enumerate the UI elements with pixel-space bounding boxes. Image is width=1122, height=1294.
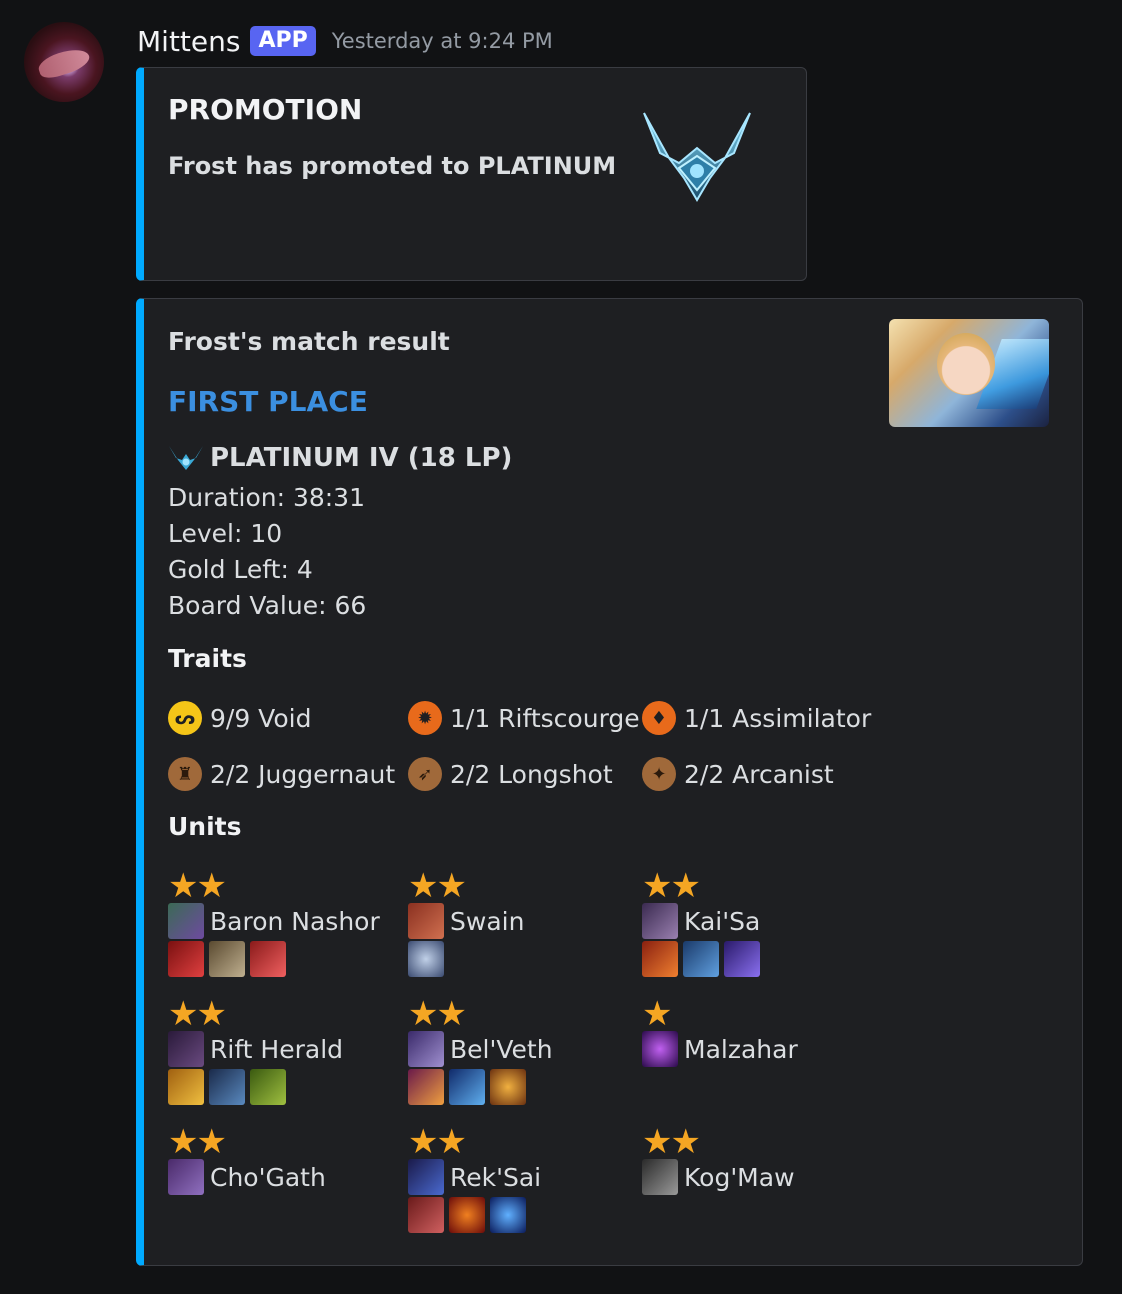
item-icon (449, 1197, 485, 1233)
item-icon (408, 1069, 444, 1105)
unit-stars: ★★ (168, 866, 227, 906)
item-icon (449, 1069, 485, 1105)
item-icon (408, 941, 444, 977)
longshot-icon: ➶ (408, 757, 442, 791)
unit-stars: ★★ (642, 1122, 701, 1162)
unit-name: Cho'Gath (210, 1162, 326, 1192)
unit-name: Kai'Sa (684, 906, 761, 936)
trait-arcanist: ✦ 2/2 Arcanist (642, 757, 834, 791)
item-icon (683, 941, 719, 977)
item-icon (168, 1069, 204, 1105)
promotion-title: PROMOTION (168, 93, 363, 126)
platinum-emblem-icon (169, 446, 203, 470)
unit-portrait (642, 903, 678, 939)
traits-heading: Traits (168, 644, 247, 673)
duration: Duration: 38:31 (168, 483, 365, 512)
username[interactable]: Mittens (137, 24, 241, 58)
unit-belveth: ★★ Bel'Veth (408, 997, 553, 1105)
bot-avatar[interactable] (24, 22, 104, 102)
assimilator-icon: ♦ (642, 701, 676, 735)
riftscourge-icon: ✹ (408, 701, 442, 735)
item-icon (209, 941, 245, 977)
trait-label: 1/1 Assimilator (684, 703, 872, 733)
unit-name: Kog'Maw (684, 1162, 795, 1192)
item-icon (490, 1069, 526, 1105)
match-title: Frost's match result (168, 327, 450, 356)
item-icon (724, 941, 760, 977)
unit-stars: ★★ (642, 866, 701, 906)
rank-line: PLATINUM IV (18 LP) (168, 443, 512, 473)
unit-name: Malzahar (684, 1034, 798, 1064)
unit-stars: ★★ (408, 1122, 467, 1162)
unit-name: Baron Nashor (210, 906, 380, 936)
trait-void: ᔕ 9/9 Void (168, 701, 311, 735)
unit-reksai: ★★ Rek'Sai (408, 1125, 541, 1233)
units-heading: Units (168, 812, 242, 841)
gold-left: Gold Left: 4 (168, 555, 313, 584)
arcanist-icon: ✦ (642, 757, 676, 791)
unit-stars: ★★ (168, 994, 227, 1034)
timestamp[interactable]: Yesterday at 9:24 PM (331, 29, 553, 53)
item-icon (168, 941, 204, 977)
avatar-art (35, 44, 93, 82)
trait-longshot: ➶ 2/2 Longshot (408, 757, 613, 791)
item-icon (642, 941, 678, 977)
promotion-embed: PROMOTION Frost has promoted to PLATINUM (136, 67, 807, 281)
app-badge: APP (250, 26, 316, 56)
void-icon: ᔕ (168, 701, 202, 735)
trait-label: 2/2 Arcanist (684, 759, 834, 789)
unit-kaisa: ★★ Kai'Sa (642, 869, 765, 977)
unit-portrait (168, 1031, 204, 1067)
unit-portrait (408, 903, 444, 939)
item-icon (250, 1069, 286, 1105)
unit-portrait (642, 1159, 678, 1195)
unit-baron-nashor: ★★ Baron Nashor (168, 869, 380, 977)
unit-name: Rek'Sai (450, 1162, 542, 1192)
item-icon (250, 941, 286, 977)
unit-name: Rift Herald (210, 1034, 344, 1064)
thumbnail-art (937, 333, 995, 395)
message-header: Mittens APP Yesterday at 9:24 PM (137, 22, 553, 60)
unit-rift-herald: ★★ Rift Herald (168, 997, 343, 1105)
juggernaut-icon: ♜ (168, 757, 202, 791)
trait-juggernaut: ♜ 2/2 Juggernaut (168, 757, 395, 791)
match-embed: Frost's match result FIRST PLACE PLATINU… (136, 298, 1083, 1266)
unit-stars: ★ (642, 994, 672, 1034)
trait-riftscourge: ✹ 1/1 Riftscourge (408, 701, 640, 735)
unit-stars: ★★ (408, 866, 467, 906)
unit-malzahar: ★ Malzahar (642, 997, 798, 1067)
board-value: Board Value: 66 (168, 591, 367, 620)
trait-label: 9/9 Void (210, 703, 312, 733)
unit-portrait (168, 903, 204, 939)
unit-portrait (408, 1031, 444, 1067)
item-icon (408, 1197, 444, 1233)
platinum-crest-icon (643, 112, 751, 202)
trait-label: 1/1 Riftscourge (450, 703, 640, 733)
unit-swain: ★★ Swain (408, 869, 524, 977)
unit-portrait (168, 1159, 204, 1195)
rank-text: PLATINUM IV (18 LP) (210, 443, 513, 473)
unit-name: Bel'Veth (450, 1034, 553, 1064)
trait-assimilator: ♦ 1/1 Assimilator (642, 701, 871, 735)
level: Level: 10 (168, 519, 283, 548)
trait-label: 2/2 Juggernaut (210, 759, 396, 789)
item-icon (209, 1069, 245, 1105)
promotion-text: Frost has promoted to PLATINUM (168, 152, 617, 180)
unit-stars: ★★ (408, 994, 467, 1034)
unit-portrait (408, 1159, 444, 1195)
unit-kogmaw: ★★ Kog'Maw (642, 1125, 795, 1195)
unit-portrait (642, 1031, 678, 1067)
placement: FIRST PLACE (168, 385, 368, 418)
unit-stars: ★★ (168, 1122, 227, 1162)
match-thumbnail[interactable] (889, 319, 1049, 427)
unit-chogath: ★★ Cho'Gath (168, 1125, 326, 1195)
item-icon (490, 1197, 526, 1233)
unit-name: Swain (450, 906, 525, 936)
trait-label: 2/2 Longshot (450, 759, 613, 789)
